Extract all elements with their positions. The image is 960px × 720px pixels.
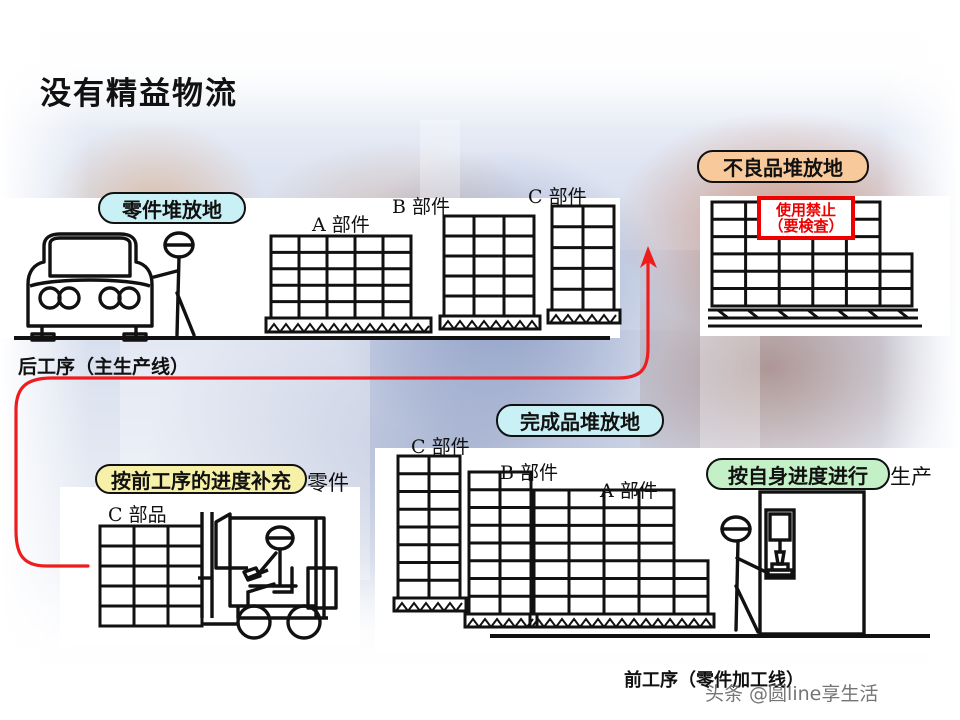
callout-finished-storage-label: 完成品堆放地 (520, 410, 640, 434)
callout-defect-storage-label: 不良品堆放地 (723, 156, 843, 180)
warning-sign-line2: （要検査） (768, 216, 844, 235)
callout-parts-storage-label: 零件堆放地 (122, 197, 222, 222)
callout-own-pace-tail: 生产 (890, 465, 932, 489)
callout-replenish-rule[interactable]: 按前工序的进度补充 (95, 464, 307, 494)
stick-figure-standing-icon (152, 231, 196, 337)
watermark: 头条 @圆line享生活 (705, 683, 879, 705)
red-flow-arrow (14, 246, 657, 568)
callout-defect-storage[interactable]: 不良品堆放地 (697, 150, 869, 183)
car-front-icon (26, 232, 154, 342)
callout-parts-storage[interactable]: 零件堆放地 (98, 192, 246, 224)
press-machine-icon (758, 490, 866, 636)
callout-replenish-tail: 零件 (307, 471, 349, 495)
floor-line-downstream (14, 336, 610, 340)
callout-finished-storage[interactable]: 完成品堆放地 (496, 404, 664, 437)
page-title: 没有精益物流 (40, 76, 238, 112)
rack-a-upper (264, 234, 433, 334)
warning-sign: 使用禁止 （要検査） (757, 196, 855, 240)
rack-c-finished-label: C 部件 (411, 436, 470, 458)
rack-b-upper-label: B 部件 (392, 196, 451, 218)
label-downstream-process: 后工序（主生产线） (18, 356, 190, 378)
warning-sign-line1: 使用禁止 (775, 201, 836, 219)
rack-c-finished (392, 454, 468, 613)
rack-a-upper-label: A 部件 (312, 214, 370, 236)
label-upstream-process: 前工序（零件加工线） (624, 670, 804, 691)
rack-c-upper-label: C 部件 (528, 186, 587, 208)
callout-replenish-rule-label: 按前工序的进度补充 (111, 468, 291, 493)
stick-figure-operator-icon (720, 515, 768, 634)
rack-c-upper (546, 204, 622, 325)
rack-a-finished-label: A 部件 (600, 480, 658, 502)
callout-own-pace-label: 按自身进度进行 (728, 463, 868, 488)
forklift-icon (198, 512, 338, 640)
rack-b-finished-label: B 部件 (500, 462, 559, 484)
floor-line-upstream (490, 634, 930, 638)
rack-c-parts-label: C 部品 (108, 504, 167, 526)
rack-b-upper (438, 214, 542, 331)
callout-own-pace[interactable]: 按自身进度进行 (706, 458, 890, 490)
rack-a-finished (528, 488, 716, 629)
